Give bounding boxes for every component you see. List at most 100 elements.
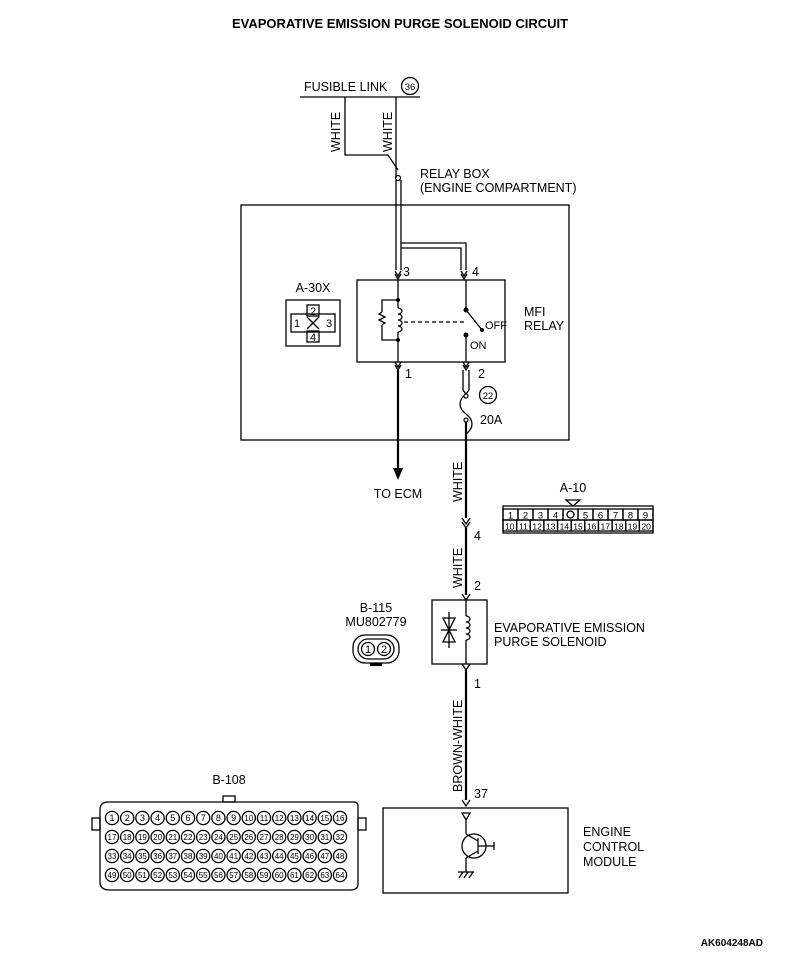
b108-pin-circle bbox=[195, 810, 211, 826]
a10-pin: 7 bbox=[613, 511, 618, 522]
b108-pin: 21 bbox=[168, 833, 177, 842]
relay-name-2: RELAY bbox=[524, 319, 565, 333]
b108-pin-circle bbox=[241, 867, 257, 883]
relay-box: RELAY BOX (ENGINE COMPARTMENT) bbox=[240, 167, 576, 441]
b108-pin: 42 bbox=[244, 852, 253, 861]
wire-brown-white: BROWN-WHITE 37 bbox=[451, 670, 488, 808]
b108-pin-circle bbox=[165, 810, 181, 826]
wire-label-white-right: WHITE bbox=[381, 112, 395, 152]
fuse-22: 22 20A bbox=[459, 370, 503, 435]
b108-pin: 13 bbox=[290, 814, 299, 823]
b108-pin-circle bbox=[287, 848, 302, 864]
b108-pin-circle bbox=[332, 867, 348, 883]
b108-pin: 17 bbox=[108, 833, 117, 842]
b108-pin: 36 bbox=[153, 852, 162, 861]
a10-pin-label: 4 bbox=[474, 529, 481, 543]
wire-label-white-lower: WHITE bbox=[451, 548, 465, 588]
a10-pin: 10 bbox=[505, 522, 515, 532]
b108-pin-circle bbox=[241, 810, 257, 826]
b108-pin: 15 bbox=[320, 814, 329, 823]
b108-pin-circle bbox=[119, 867, 135, 883]
b108-pin-circle bbox=[180, 867, 196, 883]
b108-pin: 44 bbox=[275, 852, 284, 861]
b108-pin: 7 bbox=[201, 813, 206, 823]
b108-pin-circle bbox=[256, 810, 272, 826]
b108-pin: 26 bbox=[244, 833, 253, 842]
b108-pin-circle bbox=[195, 848, 211, 864]
relay-on-label: ON bbox=[470, 340, 487, 352]
b108-pin-circle bbox=[271, 867, 287, 883]
to-ecm-label: TO ECM bbox=[374, 487, 422, 501]
b108-pin-circle bbox=[150, 867, 165, 883]
connector-b108-label: B-108 bbox=[212, 773, 245, 787]
b108-pin-circle bbox=[211, 829, 226, 845]
a30x-pin-2: 2 bbox=[310, 306, 316, 318]
b108-pin: 4 bbox=[155, 813, 160, 823]
wire-label-brown-white: BROWN-WHITE bbox=[451, 700, 465, 792]
relay-pin-3: 3 bbox=[403, 265, 410, 279]
b108-pin-circle bbox=[211, 810, 226, 826]
b108-pin-circle bbox=[195, 829, 211, 845]
wire-label-white-mid: WHITE bbox=[451, 462, 465, 502]
b108-pin: 18 bbox=[123, 833, 132, 842]
a10-pin: 2 bbox=[523, 511, 528, 522]
b108-pin: 10 bbox=[244, 814, 253, 823]
b108-pin: 30 bbox=[305, 833, 314, 842]
b108-pin: 5 bbox=[170, 813, 175, 823]
b108-pin: 39 bbox=[199, 852, 208, 861]
b108-pin-circle bbox=[287, 829, 302, 845]
b108-pin: 56 bbox=[214, 871, 223, 880]
a10-pin: 3 bbox=[538, 511, 543, 522]
b108-pin-circle bbox=[332, 848, 348, 864]
relay-feed bbox=[394, 180, 468, 281]
b108-pin: 50 bbox=[123, 871, 132, 880]
b108-pin-circle bbox=[135, 867, 150, 883]
b108-pin-circle bbox=[302, 848, 317, 864]
b108-pin-circle bbox=[104, 848, 120, 864]
b108-pin: 14 bbox=[305, 814, 314, 823]
ecm-pin-label: 37 bbox=[474, 787, 488, 801]
ecm-label-3: MODULE bbox=[583, 855, 636, 869]
b108-pin: 37 bbox=[168, 852, 177, 861]
a30x-pin-3: 3 bbox=[326, 318, 332, 330]
connector-b115-label: B-115 bbox=[360, 601, 392, 615]
a10-pin: 18 bbox=[614, 522, 624, 532]
b108-pin-circle bbox=[104, 829, 120, 845]
b108-pin: 27 bbox=[260, 833, 269, 842]
a10-pin: 16 bbox=[587, 522, 597, 532]
a10-pin: 5 bbox=[583, 511, 588, 522]
a10-pin: 4 bbox=[553, 511, 558, 522]
ecm-label: ENGINE bbox=[583, 825, 631, 839]
b108-pin-circle bbox=[165, 867, 181, 883]
b108-pin-circle bbox=[226, 848, 241, 864]
b108-pin: 51 bbox=[138, 871, 147, 880]
b108-pin-circle bbox=[317, 848, 333, 864]
b108-pin: 55 bbox=[199, 871, 208, 880]
b108-pin-circle bbox=[211, 848, 226, 864]
connector-a30x: A-30X 2 1 3 4 bbox=[285, 281, 341, 347]
b108-pin: 19 bbox=[138, 833, 147, 842]
b108-pin: 25 bbox=[229, 833, 238, 842]
b108-pin: 61 bbox=[290, 871, 299, 880]
relay-box-sublabel: (ENGINE COMPARTMENT) bbox=[420, 181, 576, 195]
solenoid-label: EVAPORATIVE EMISSION bbox=[494, 621, 645, 635]
a10-pin: 8 bbox=[628, 511, 633, 522]
a10-pin: 14 bbox=[560, 522, 570, 532]
mfi-relay: 3 4 MFI RELAY OFF ON 1 2 bbox=[356, 265, 565, 381]
b108-pin: 58 bbox=[244, 871, 253, 880]
b108-pin: 45 bbox=[290, 852, 299, 861]
b108-pin: 46 bbox=[305, 852, 314, 861]
b108-pin: 62 bbox=[305, 871, 314, 880]
fusible-link-number: 36 bbox=[405, 82, 416, 93]
engine-control-module: ENGINE CONTROL MODULE bbox=[382, 807, 644, 894]
b108-pin: 29 bbox=[290, 833, 299, 842]
b108-pin-circle bbox=[271, 829, 287, 845]
b108-pin: 20 bbox=[153, 833, 162, 842]
connector-b115-part: MU802779 bbox=[345, 615, 406, 629]
b115-pin-2: 2 bbox=[381, 644, 387, 656]
b108-pin-circle bbox=[135, 829, 150, 845]
b108-pin-circle bbox=[241, 829, 257, 845]
b108-pin-circle bbox=[119, 829, 135, 845]
b108-pin-circle bbox=[104, 867, 120, 883]
